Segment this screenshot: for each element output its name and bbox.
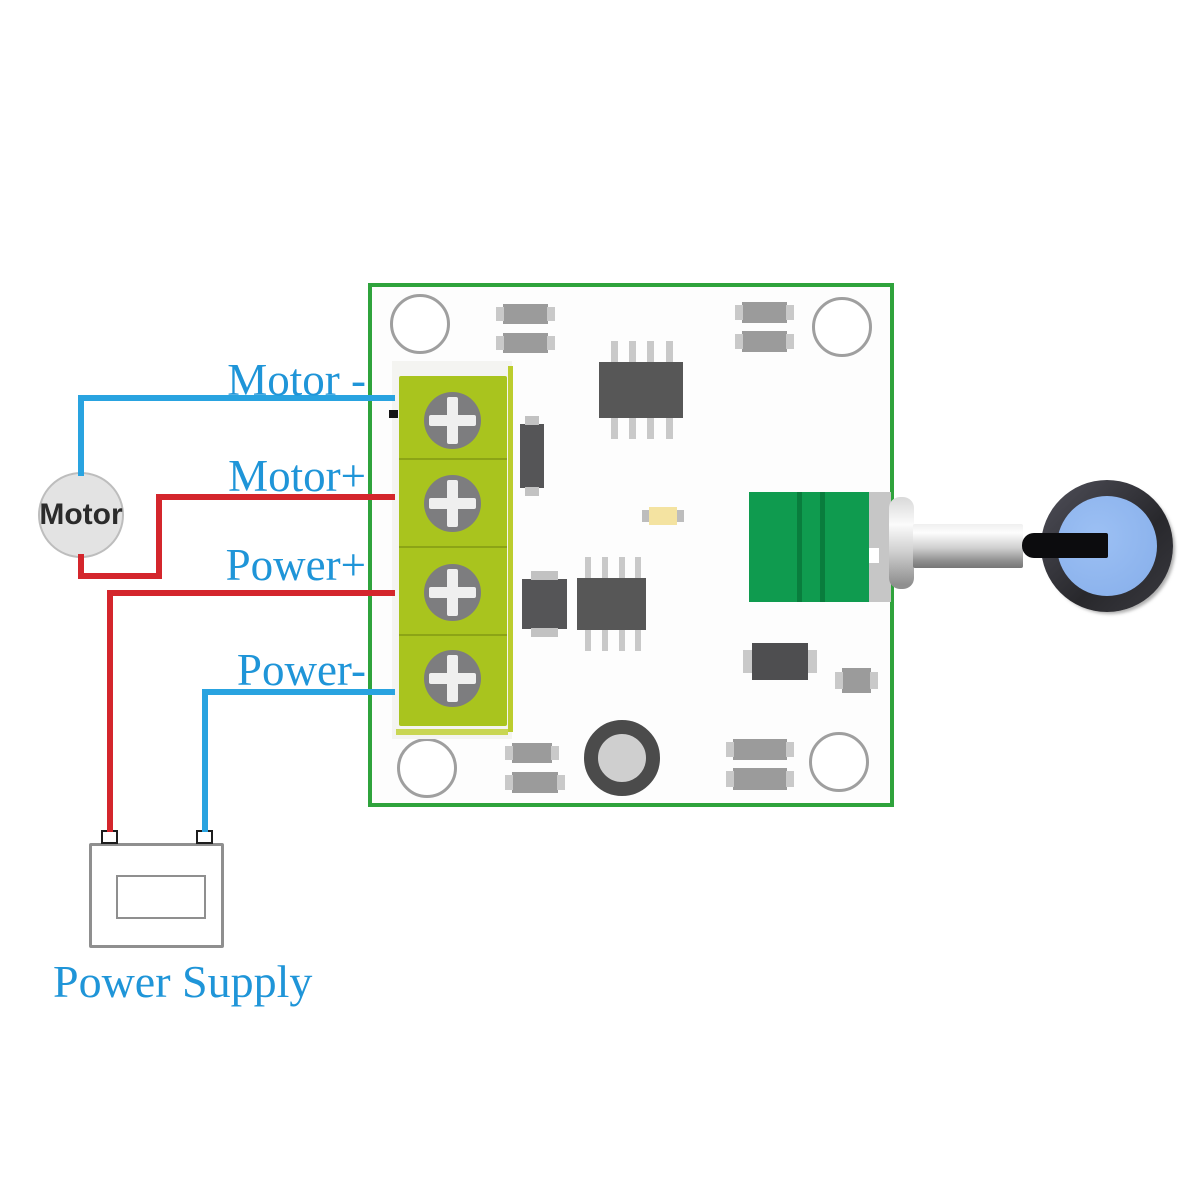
motor-symbol: Motor (38, 472, 124, 558)
ic-pin (585, 557, 591, 578)
power-supply-symbol (89, 843, 224, 948)
smd-resistor (835, 668, 878, 693)
ic-pin (611, 341, 618, 362)
ic-pin (602, 557, 608, 578)
led-terminal (642, 510, 649, 522)
mounting-hole-top-right (812, 297, 872, 357)
wire-power-plus (107, 590, 395, 832)
inductor (584, 720, 660, 796)
led-terminal (677, 510, 684, 522)
smd-resistor (735, 302, 794, 323)
knob-pointer-icon (1022, 533, 1108, 558)
ic-pin (635, 630, 641, 651)
mounting-hole-bottom-right (809, 732, 869, 792)
label-motor-plus: Motor+ (228, 451, 366, 501)
indicator-led (649, 507, 677, 525)
ic-pin (585, 630, 591, 651)
terminal-block-edge (508, 366, 513, 732)
motor-label: Motor (39, 498, 123, 531)
potentiometer-notch (869, 548, 879, 563)
ic-pin (611, 418, 618, 439)
terminal-screw-motor-plus (424, 475, 481, 532)
potentiometer-bushing (889, 497, 914, 589)
ic-chip-middle (577, 578, 646, 630)
label-power-minus: Power- (236, 645, 366, 695)
ic-pin (666, 418, 673, 439)
potentiometer-front-plate (869, 492, 891, 602)
label-power-plus: Power+ (225, 540, 366, 590)
potentiometer-body (749, 492, 870, 602)
diode-terminal (808, 650, 817, 673)
ic-pin (629, 341, 636, 362)
terminal-divider (399, 458, 507, 460)
terminal-screw-power-minus (424, 650, 481, 707)
power-supply-window (116, 875, 206, 919)
ic-pin (647, 341, 654, 362)
power-supply-terminal-negative (196, 830, 213, 844)
mounting-hole-bottom-left (397, 738, 457, 798)
ic-pin (602, 630, 608, 651)
terminal-block-bottom-edge (396, 729, 508, 735)
label-motor-minus: Motor - (227, 355, 366, 405)
smd-resistor (726, 768, 794, 790)
potentiometer-shaft (913, 524, 1023, 568)
ic-pin (647, 418, 654, 439)
terminal-divider (399, 634, 507, 636)
wire-power-minus (202, 689, 395, 832)
power-supply-terminal-positive (101, 830, 118, 844)
smd-diode (752, 643, 808, 680)
ic-pin (635, 557, 641, 578)
smd-resistor (505, 772, 565, 793)
potentiometer-seam (797, 492, 802, 602)
ic-pin (666, 341, 673, 362)
solder-mark (389, 410, 398, 418)
potentiometer-seam (820, 492, 825, 602)
smd-capacitor (520, 416, 544, 496)
smd-transistor (522, 571, 567, 637)
power-supply-label: Power Supply (53, 956, 313, 1007)
ic-pin (629, 418, 636, 439)
mounting-hole-top-left (390, 294, 450, 354)
ic-pin (619, 630, 625, 651)
smd-resistor (505, 743, 559, 763)
smd-resistor (496, 304, 555, 324)
smd-resistor (735, 331, 794, 352)
ic-pin (619, 557, 625, 578)
smd-resistor (496, 333, 555, 353)
terminal-screw-power-plus (424, 564, 481, 621)
terminal-screw-motor-minus (424, 392, 481, 449)
smd-resistor (726, 739, 794, 760)
ic-chip-top (599, 362, 683, 418)
terminal-divider (399, 546, 507, 548)
diode-terminal (743, 650, 752, 673)
